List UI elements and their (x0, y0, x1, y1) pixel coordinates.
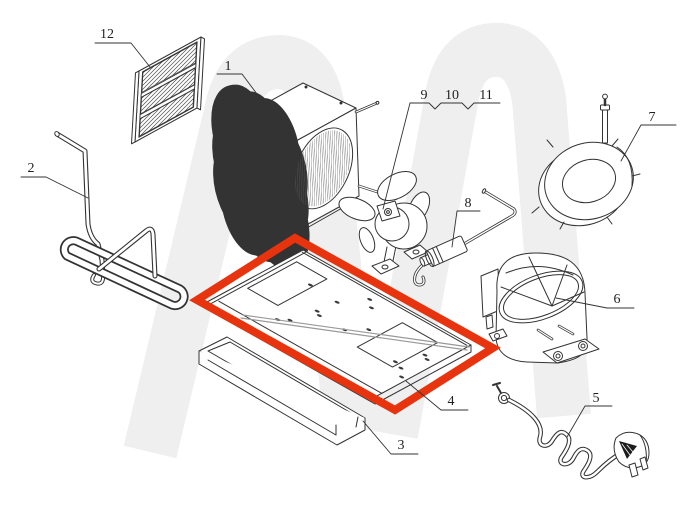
part-number-label: 11 (479, 88, 492, 103)
coil-valve-stem (602, 108, 608, 144)
tube-end-cap (481, 188, 487, 194)
leader-line (362, 420, 419, 455)
part-number-label: 7 (649, 110, 656, 125)
plate-crease (219, 301, 382, 393)
compressor-tube-stub (536, 324, 575, 341)
compressor-grommet (553, 351, 563, 361)
compressor-rim-inner (503, 274, 579, 320)
condenser-screw (339, 101, 343, 105)
part-number-label: 3 (398, 438, 405, 453)
part-compressor[interactable] (480, 252, 600, 364)
grille-rail (139, 84, 196, 120)
leader-line (555, 297, 635, 309)
part-number-label: 10 (445, 88, 459, 103)
plug-prong (639, 456, 649, 471)
tray-inner-floor (207, 359, 337, 436)
drier-outlet-tube (462, 189, 517, 246)
plate-hem-edge (302, 252, 467, 345)
drier-body (419, 235, 468, 268)
part-number-label: 4 (448, 394, 455, 409)
part-number-label: 6 (614, 292, 621, 307)
plug-prong (628, 462, 639, 478)
fan-foot (371, 258, 400, 275)
grille-side-left (131, 70, 140, 145)
part-tube-frame[interactable] (54, 131, 189, 311)
highlight-selected-part (189, 233, 501, 415)
fan-blade (358, 227, 376, 253)
coil-ring-inner (562, 158, 616, 204)
callout-1: 1 (216, 59, 273, 115)
tray-walls (198, 350, 366, 446)
plate-hem-edge (211, 252, 305, 303)
leader-line (620, 124, 677, 162)
compressor-body (495, 252, 588, 364)
coil-joint-ticks (531, 138, 641, 230)
part-number-label: 1 (225, 59, 232, 74)
cord-eyelet-pin (496, 385, 502, 394)
leader-line (451, 210, 481, 248)
part-fan-grille[interactable] (131, 36, 205, 145)
condenser-coil-serpentine (238, 127, 284, 226)
callout-9-10-11: 9 10 11 (382, 88, 501, 210)
callouts: 12 1 2 9 10 11 7 8 (20, 27, 677, 455)
callout-6: 6 (555, 292, 635, 309)
part-number-label: 5 (593, 391, 600, 406)
part-filter-drier[interactable] (413, 188, 517, 287)
part-number-label: 8 (465, 196, 472, 211)
callout-12: 12 (94, 27, 151, 68)
compressor-dome-facets (500, 256, 585, 307)
callout-4: 4 (405, 380, 469, 411)
leader-line (20, 176, 89, 199)
coil-valve-pin-head (602, 93, 608, 100)
leader-line (382, 102, 501, 210)
compressor-side-tab (485, 314, 494, 330)
watermark-arch-right (364, 23, 591, 439)
callout-5: 5 (566, 391, 613, 438)
plate-gray-flange (240, 314, 470, 351)
callout-7: 7 (620, 110, 677, 162)
leader-line (405, 380, 469, 411)
grille-side-right (196, 36, 205, 111)
part-number-label: 9 (421, 88, 428, 103)
leader-line (566, 405, 613, 438)
part-base-plate[interactable] (207, 250, 471, 404)
condenser-screw (304, 85, 308, 89)
part-ring-coil[interactable] (528, 93, 643, 237)
leader-line (94, 42, 151, 68)
leader-line (216, 73, 273, 115)
part-number-label: 2 (28, 161, 35, 176)
frame-tube-end-cap (54, 131, 60, 137)
plate-opening (248, 262, 327, 306)
part-number-label: 12 (100, 27, 114, 42)
callout-2: 2 (20, 161, 89, 199)
grille-rail (140, 63, 197, 98)
compressor-grommet (578, 341, 588, 351)
fan-hub-shaft (384, 208, 392, 216)
condenser-fan-opening (292, 115, 354, 222)
callout-3: 3 (362, 420, 419, 455)
grille-mesh-band (141, 42, 197, 93)
callout-8: 8 (451, 196, 481, 248)
coil-cross-arc (616, 146, 633, 187)
compressor-rim (498, 270, 584, 324)
part-condenser[interactable] (234, 83, 398, 237)
power-plug (613, 431, 650, 478)
fan-blade (338, 196, 376, 222)
part-power-cord[interactable] (492, 382, 650, 480)
part-drain-tray[interactable] (198, 336, 366, 446)
